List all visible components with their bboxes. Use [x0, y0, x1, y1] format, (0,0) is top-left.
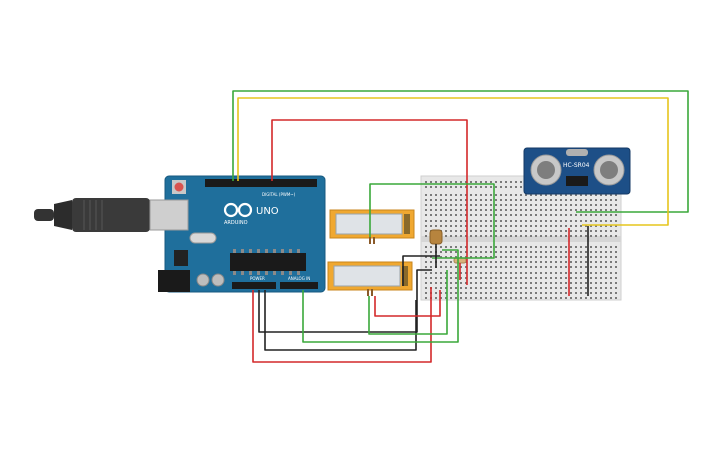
photoresistor-body: [429, 229, 443, 245]
slide-potentiometer-top[interactable]: [329, 209, 415, 244]
power-label: POWER: [250, 276, 265, 281]
capacitor: [211, 273, 225, 287]
ultrasonic-sensor[interactable]: HC-SR04: [523, 147, 631, 195]
usb-cable-tail: [34, 209, 54, 221]
photoresistor[interactable]: [429, 229, 443, 245]
arduino-uno-board[interactable]: ARDUINO UNO DIGITAL (PWM~) POWER ANALOG …: [149, 175, 326, 293]
wire-black[interactable]: [264, 290, 417, 351]
power-pin-header[interactable]: [232, 282, 276, 289]
sensor-crystal: [566, 149, 588, 156]
slide-potentiometer-bottom[interactable]: [327, 261, 413, 296]
analog-pin-header[interactable]: [280, 282, 318, 289]
arduino-logo-icon: [223, 202, 253, 218]
wire-red[interactable]: [271, 119, 468, 285]
digital-header-label: DIGITAL (PWM~): [262, 192, 296, 197]
slide-pot-knob[interactable]: [402, 266, 408, 286]
crystal-oscillator: [189, 232, 217, 244]
analog-in-label: ANALOG IN: [288, 276, 310, 281]
usb-jack: [149, 199, 189, 231]
atmega-chip: [230, 253, 306, 271]
wire-red[interactable]: [252, 287, 432, 363]
wire-green[interactable]: [302, 249, 459, 343]
sensor-pin-header[interactable]: [566, 176, 588, 186]
slide-pot-knob[interactable]: [404, 214, 410, 234]
reset-button[interactable]: [174, 182, 184, 192]
wires: [232, 90, 689, 363]
breadboard[interactable]: [420, 175, 622, 301]
digital-pin-header[interactable]: [205, 179, 317, 187]
wire-black[interactable]: [402, 255, 440, 286]
wire-green[interactable]: [368, 270, 448, 335]
wire-green[interactable]: [369, 183, 495, 259]
usb-plug-body: [72, 198, 150, 232]
capacitor: [196, 273, 210, 287]
power-jack: [158, 270, 190, 292]
wire-red[interactable]: [374, 290, 441, 317]
wire-green[interactable]: [232, 90, 689, 213]
wire-yellow[interactable]: [237, 97, 669, 226]
breadboard-center-channel: [421, 236, 621, 242]
wire-black[interactable]: [258, 269, 432, 333]
slide-pot-track: [333, 265, 401, 287]
voltage-regulator: [174, 250, 188, 266]
sensor-label: HC-SR04: [563, 162, 590, 169]
arduino-model-label: UNO: [256, 206, 279, 217]
arduino-brand-label: ARDUINO: [224, 220, 248, 226]
slide-pot-track: [335, 213, 403, 235]
usb-cable-strain: [54, 200, 72, 230]
